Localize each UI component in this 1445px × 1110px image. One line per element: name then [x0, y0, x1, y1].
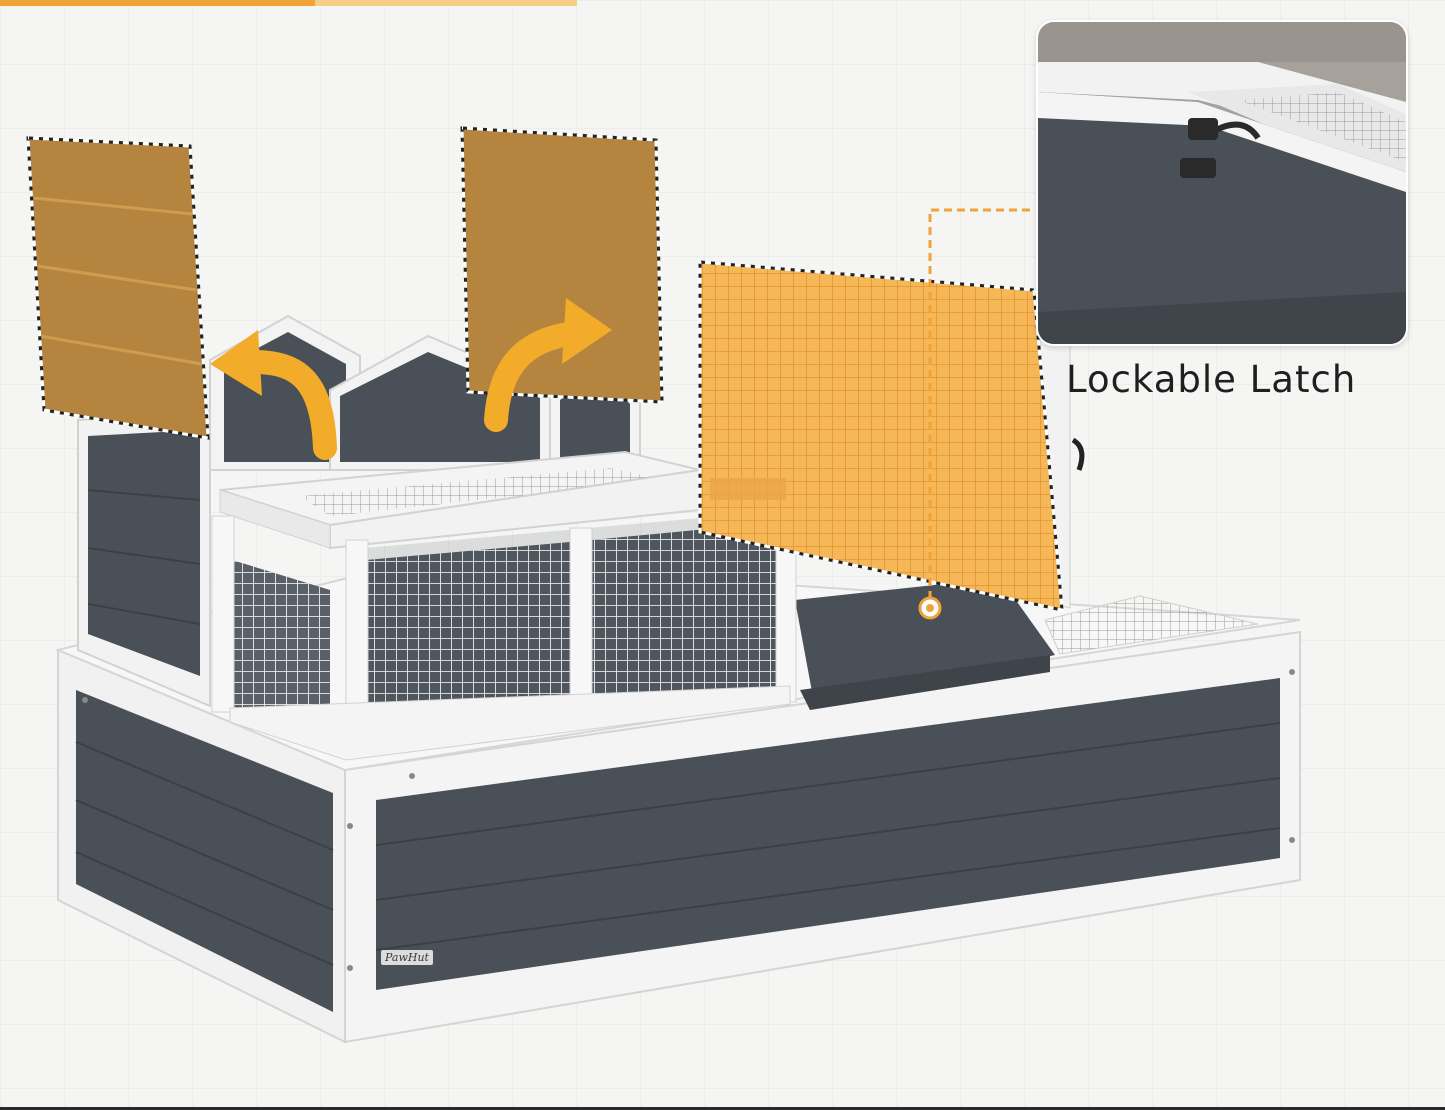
lid-center: [460, 126, 664, 404]
top-accent-bar-light: [315, 0, 577, 6]
latch-icon: [1071, 437, 1085, 471]
feature-caption: Lockable Latch: [1066, 358, 1357, 401]
top-accent-bar: [0, 0, 315, 6]
callout-line: [918, 208, 1030, 620]
open-arrow-right-icon: [484, 298, 612, 432]
left-hutch: [77, 408, 211, 708]
brand-label: PawHut: [381, 950, 433, 965]
latch-icon: [1180, 118, 1261, 178]
lid-left: [26, 136, 210, 440]
open-arrow-left-icon: [210, 330, 337, 460]
bottom-rule: [0, 1107, 1445, 1110]
latch-detail-image: [1038, 22, 1406, 344]
run-enclosure: [211, 450, 797, 761]
latch-detail-inset: [1036, 20, 1408, 346]
mesh-door: [698, 260, 1085, 612]
